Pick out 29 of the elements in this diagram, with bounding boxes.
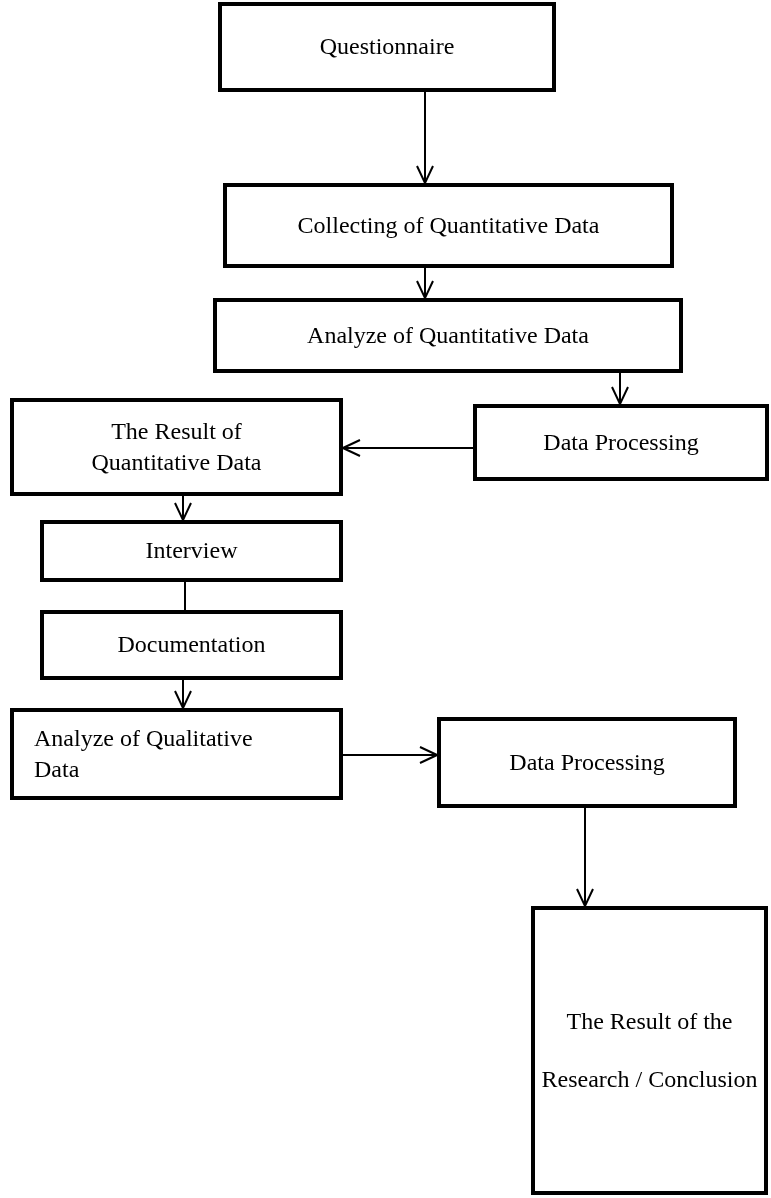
- process-box: [473, 404, 769, 481]
- box-label: Data Processing: [508, 747, 666, 777]
- box-label: Interview: [144, 536, 239, 566]
- process-box: [40, 520, 343, 582]
- arrow: [611, 372, 629, 405]
- box-label: Questionnaire: [318, 32, 456, 62]
- process-box: [218, 2, 556, 92]
- process-box: [223, 183, 674, 268]
- box-label: Analyze of Qualitative Data: [33, 723, 254, 784]
- process-box: [531, 906, 768, 1195]
- arrow: [576, 807, 594, 907]
- arrow: [174, 679, 192, 709]
- box-label: Data Processing: [542, 427, 700, 457]
- process-box: [10, 708, 343, 800]
- process-box: [40, 610, 343, 680]
- process-box: [10, 398, 343, 496]
- box-label: Documentation: [116, 630, 267, 660]
- arrow: [416, 267, 434, 299]
- connector-line: [184, 581, 186, 611]
- arrow: [342, 439, 474, 457]
- arrow: [174, 495, 192, 521]
- arrow: [416, 91, 434, 184]
- box-label: Analyze of Quantitative Data: [306, 320, 590, 350]
- process-box: [213, 298, 683, 373]
- process-box: [437, 717, 737, 808]
- box-label: The Result of Quantitative Data: [90, 416, 263, 477]
- arrow: [342, 746, 438, 764]
- box-label: The Result of the Research / Conclusion: [540, 1006, 759, 1094]
- box-label: Collecting of Quantitative Data: [296, 210, 601, 240]
